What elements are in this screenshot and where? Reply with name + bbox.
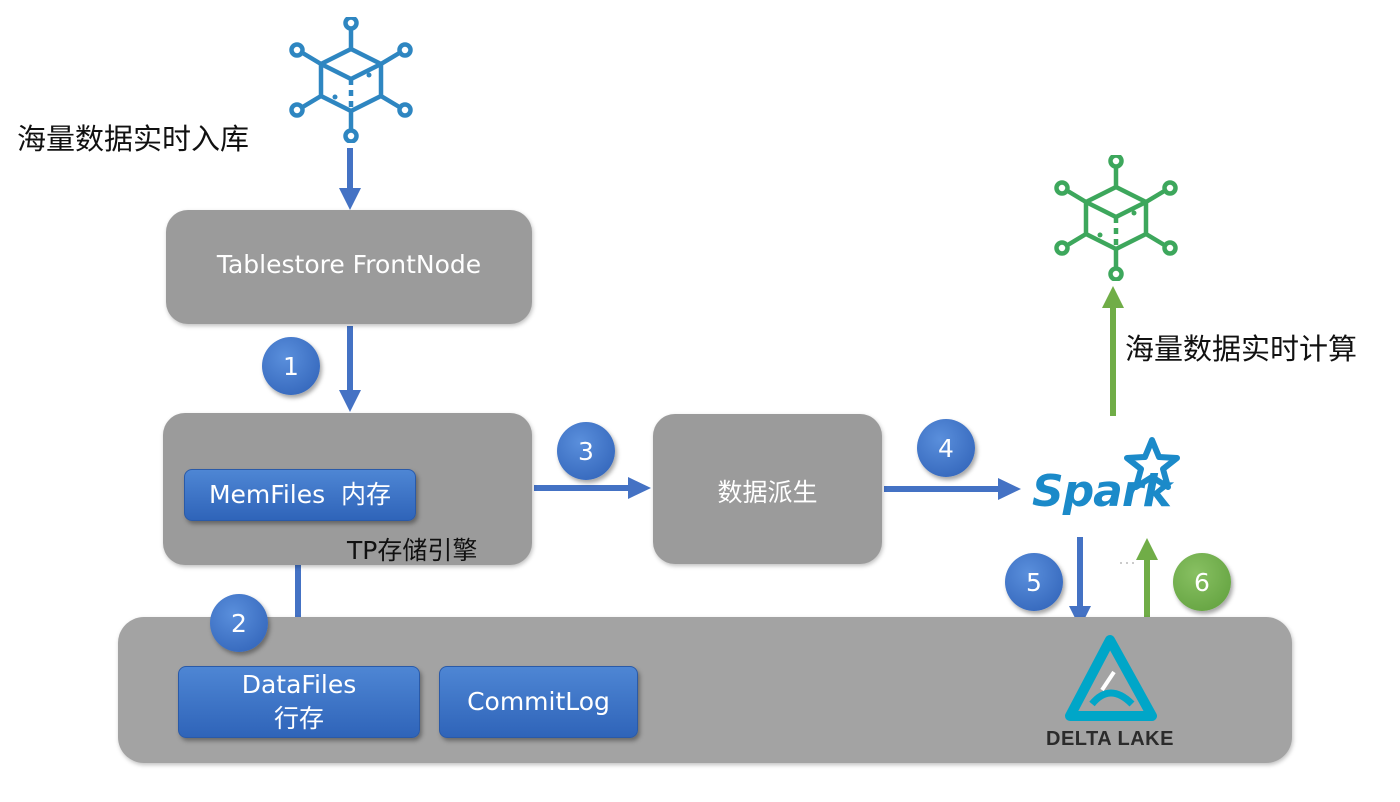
datafiles-sublabel: 行存 [273, 704, 324, 733]
step-badge-1: 1 [262, 337, 320, 395]
memfiles-box: MemFiles 内存 [184, 469, 416, 521]
arrow-3-tp-to-derive [534, 477, 651, 499]
delta-lake-wordmark: DELTA LAKE [1046, 728, 1174, 750]
datafiles-box: DataFiles 行存 [178, 666, 420, 738]
step-badge-4: 4 [917, 419, 975, 477]
tp-engine-label: TP存储引擎 [347, 536, 478, 565]
step-badge-3: 3 [557, 422, 615, 480]
arrow-6-delta-to-spark [1136, 538, 1158, 628]
delta-lake-logo: DELTA LAKE [1030, 634, 1190, 754]
frontnode-label: Tablestore FrontNode [216, 250, 482, 279]
ingest-label: 海量数据实时入库 [17, 122, 250, 156]
frontnode-box: Tablestore FrontNode [166, 210, 532, 324]
data-node-network-icon [1054, 155, 1178, 281]
data-derive-box: 数据派生 [653, 414, 882, 564]
faint-dots [1120, 562, 1134, 564]
arrow-ingest-to-frontnode [339, 148, 361, 210]
step-badge-5: 5 [1005, 553, 1063, 611]
spark-wordmark: Spark [1032, 466, 1172, 517]
arrow-1-frontnode-to-tp [339, 326, 361, 412]
compute-label: 海量数据实时计算 [1125, 332, 1358, 366]
delta-triangle-icon [1065, 635, 1157, 721]
data-derive-label: 数据派生 [717, 478, 818, 507]
commitlog-box: CommitLog [439, 666, 638, 738]
datafiles-label: DataFiles [241, 670, 357, 699]
step-badge-2: 2 [210, 594, 268, 652]
spark-logo: Spark [1030, 436, 1190, 536]
commitlog-label: CommitLog [467, 687, 610, 716]
step-badge-6: 6 [1173, 553, 1231, 611]
arrow-spark-to-compute [1102, 286, 1124, 416]
memfiles-label: MemFiles 内存 [208, 480, 392, 509]
spark-star-icon [1124, 437, 1180, 490]
arrow-4-derive-to-spark [884, 478, 1021, 500]
data-node-network-icon [289, 17, 413, 143]
arrow-5-spark-to-delta [1069, 537, 1091, 628]
